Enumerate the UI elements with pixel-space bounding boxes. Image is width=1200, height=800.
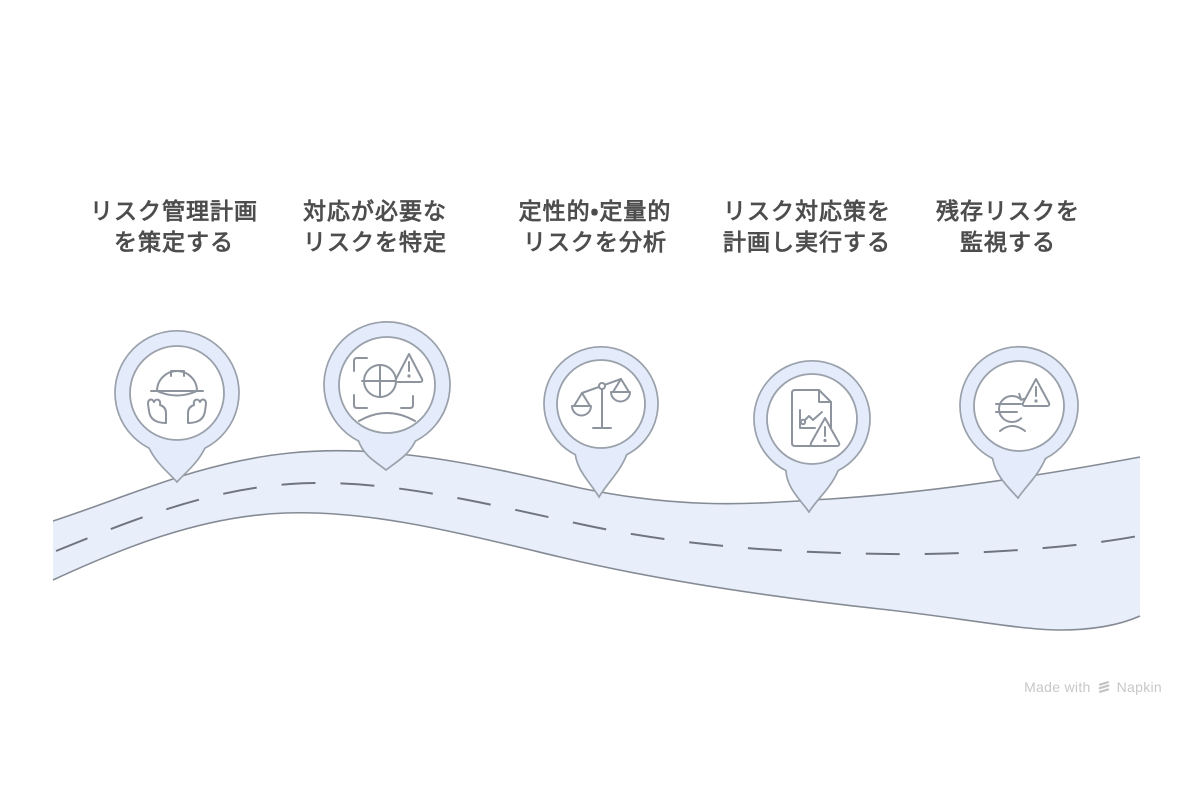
hardhat-hands-icon	[147, 370, 207, 424]
road-top-edge	[52, 449, 1141, 522]
step-2-label-line2: リスクを特定	[303, 229, 447, 255]
made-with-text: Made with	[1024, 679, 1091, 695]
road-bottom-edge	[52, 511, 1141, 631]
step-1-label-line1: リスク管理計画	[90, 198, 258, 224]
pin-marker-1	[114, 330, 240, 484]
napkin-logo-icon	[1098, 681, 1110, 693]
chart-document-warning-icon	[791, 389, 841, 447]
monitoring-risk-warning-icon	[995, 378, 1051, 432]
step-2-label: 対応が必要な リスクを特定	[255, 196, 495, 258]
step-5-label-line2: 監視する	[960, 229, 1056, 255]
road-surface	[53, 450, 1140, 630]
road-center-dashed-line	[55, 482, 1139, 556]
made-with-napkin-credit: Made with Napkin	[1024, 679, 1162, 695]
risk-scan-warning-icon	[353, 353, 424, 422]
napkin-brand-text: Napkin	[1116, 679, 1162, 695]
pin-marker-5	[959, 345, 1079, 500]
step-1-label-line2: を策定する	[114, 229, 234, 255]
pin-marker-3	[543, 346, 659, 499]
pin-marker-2	[323, 321, 451, 472]
step-3-label-line2: リスクを分析	[523, 229, 667, 255]
pin-marker-4	[753, 360, 871, 514]
step-1-label: リスク管理計画 を策定する	[54, 196, 294, 258]
step-3-label: 定性的・定量的 リスクを分析	[475, 196, 715, 258]
step-2-label-line1: 対応が必要な	[303, 198, 447, 224]
road	[52, 449, 1141, 631]
step-3-label-line1: 定性的・定量的	[518, 198, 672, 224]
step-5-label: 残存リスクを 監視する	[888, 196, 1128, 258]
step-5-label-line1: 残存リスクを	[936, 198, 1080, 224]
balance-scale-icon	[571, 378, 631, 429]
step-4-label: リスク対応策を 計画し実行する	[687, 196, 927, 258]
step-4-label-line2: 計画し実行する	[723, 229, 891, 255]
step-4-label-line1: リスク対応策を	[723, 198, 891, 224]
